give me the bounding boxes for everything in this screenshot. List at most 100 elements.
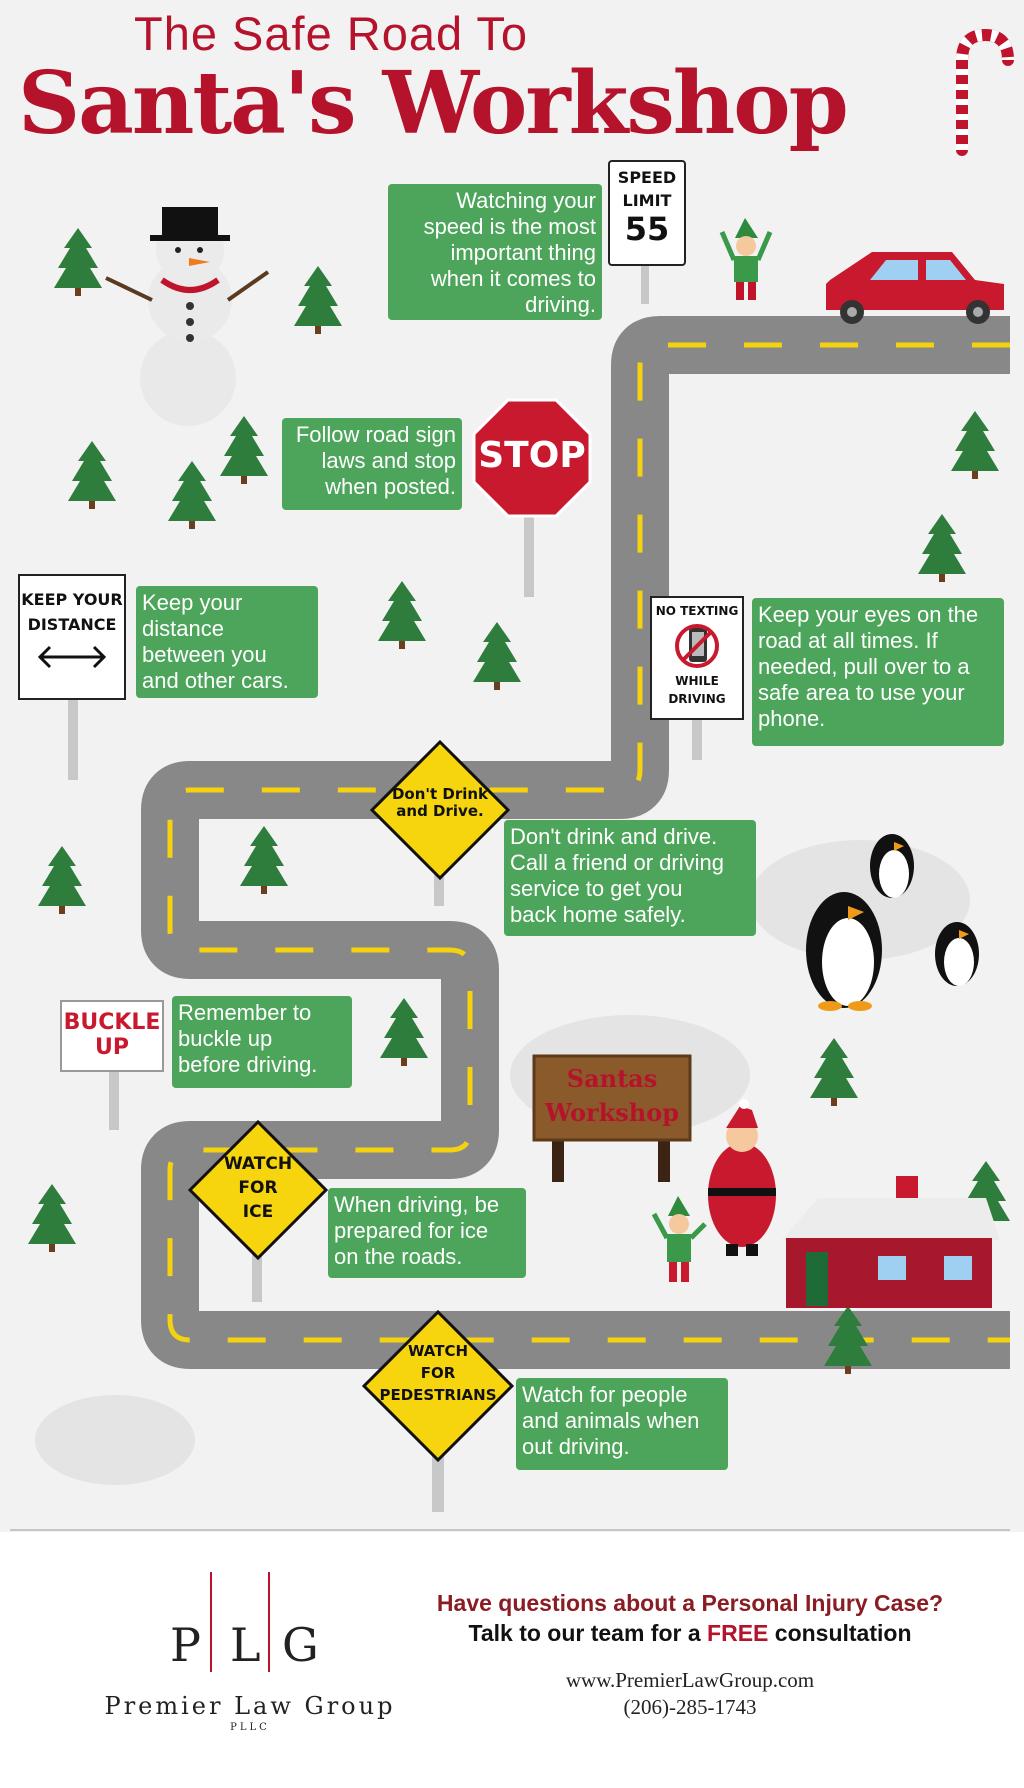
logo-letter-g: G (282, 1618, 319, 1672)
tip-texting: Keep your eyes on the road at all times.… (752, 598, 1004, 746)
penguin (806, 892, 882, 1011)
car (826, 252, 1004, 324)
firm-name: Premier Law Group (104, 1692, 396, 1720)
elf (651, 1196, 707, 1282)
tip-line: phone. (758, 706, 826, 731)
tip-line: when posted. (325, 474, 456, 499)
no-texting-bottom2: DRIVING (668, 692, 726, 706)
keep-distance-line2: DISTANCE (27, 615, 117, 634)
tip-line: Keep your (142, 590, 243, 615)
no-texting-top: NO TEXTING (655, 604, 739, 618)
footer-cta: Talk to our team for a FREE consultation (390, 1620, 990, 1647)
penguin (870, 834, 914, 898)
watch-ice-sign (187, 1119, 329, 1261)
tip-line: buckle up (178, 1026, 273, 1051)
watch-pedestrians-line3: PEDESTRIANS (379, 1386, 497, 1404)
tip-line: Call a friend or driving (510, 850, 724, 875)
speed-limit-line2: LIMIT (622, 191, 672, 210)
tip-drink: Don't drink and drive. Call a friend or … (504, 820, 756, 936)
speed-limit-line1: SPEED (617, 168, 677, 187)
candy-cane-icon (956, 28, 1014, 156)
cta-text-end: consultation (768, 1620, 912, 1646)
pine-tree (220, 416, 268, 484)
footer-question: Have questions about a Personal Injury C… (436, 1590, 944, 1616)
title-line-2: Santa's Workshop (18, 53, 849, 154)
sign-pole (109, 1070, 119, 1130)
pine-tree (54, 228, 102, 296)
tip-line: important thing (450, 240, 596, 265)
cta-free: FREE (707, 1620, 769, 1646)
tip-line: on the roads. (334, 1244, 463, 1269)
tip-buckle: Remember to buckle up before driving. (172, 996, 352, 1088)
tip-line: safe area to use your (758, 680, 965, 705)
sign-pole (692, 718, 702, 760)
tip-line: back home safely. (510, 902, 686, 927)
footer (0, 1532, 1024, 1788)
dont-drink-line1: Don't Drink (391, 785, 489, 803)
tip-line: road at all times. If (758, 628, 938, 653)
road-scene (10, 28, 1014, 1531)
firm-suffix: PLLC (230, 1722, 270, 1733)
website-link[interactable]: www.PremierLawGroup.com (565, 1668, 815, 1692)
tip-line: prepared for ice (334, 1218, 489, 1243)
pine-tree (28, 1184, 76, 1252)
tip-line: Watch for people (522, 1382, 688, 1407)
tip-stop: Follow road sign laws and stop when post… (282, 418, 462, 510)
keep-distance-line1: KEEP YOUR (21, 590, 123, 609)
logo-divider (268, 1572, 270, 1672)
sign-pole (252, 1250, 262, 1302)
sign-pole (432, 1450, 444, 1512)
watch-ice-line2: FOR (238, 1178, 278, 1198)
pine-tree (68, 441, 116, 509)
no-texting-sign: NO TEXTING WHILE DRIVING (650, 596, 744, 720)
title-line-1: The Safe Road To (134, 7, 528, 60)
buckle-up-line1: BUCKLE (63, 1010, 161, 1035)
dont-drink-line2: and Drive. (396, 802, 484, 821)
phone-number[interactable]: (206)-285-1743 (623, 1695, 757, 1719)
buckle-up-line2: UP (95, 1035, 129, 1060)
tip-line: out driving. (522, 1434, 630, 1459)
tip-line: Don't drink and drive. (510, 824, 718, 849)
snow-mound (35, 1395, 195, 1485)
no-phone-icon (675, 624, 719, 668)
sign-pole (524, 505, 534, 597)
workshop-line1: Santas (566, 1064, 658, 1093)
watch-ice-line1: WATCH (223, 1154, 293, 1174)
watch-pedestrians-line2: FOR (420, 1364, 456, 1382)
stop-sign (472, 398, 592, 518)
keep-distance-sign: KEEP YOUR DISTANCE (18, 574, 126, 700)
pine-tree (810, 1038, 858, 1106)
logo-letter-p: P (170, 1618, 201, 1672)
pine-tree (951, 411, 999, 479)
watch-pedestrians-sign (361, 1309, 515, 1463)
sign-pole (434, 870, 444, 906)
tip-line: when it comes to (430, 266, 596, 291)
tip-line: between you (142, 642, 267, 667)
logo-letter-l: L (230, 1618, 261, 1672)
speed-limit-sign: SPEED LIMIT 55 (608, 160, 686, 266)
pine-tree (294, 266, 342, 334)
snowman (105, 207, 270, 426)
tip-speed: Watching your speed is the most importan… (388, 184, 602, 320)
dont-drink-sign-text: Don't Drink and Drive. (376, 785, 504, 821)
pine-tree (378, 581, 426, 649)
tip-line: laws and stop (321, 448, 456, 473)
watch-pedestrians-sign-text: WATCH FOR PEDESTRIANS (372, 1340, 504, 1406)
pine-tree (918, 514, 966, 582)
no-texting-bottom1: WHILE (675, 674, 719, 688)
penguin (935, 922, 979, 986)
tip-line: and animals when (522, 1408, 700, 1433)
pine-tree (240, 826, 288, 894)
workshop-sign (532, 1054, 692, 1182)
cta-text: Talk to our team for a (468, 1620, 708, 1646)
workshop-line2: Workshop (544, 1098, 680, 1127)
speed-limit-number: 55 (624, 210, 670, 248)
watch-ice-sign-text: WATCH FOR ICE (206, 1152, 310, 1224)
dont-drink-sign (369, 739, 511, 881)
santa (708, 1099, 776, 1256)
tip-line: speed is the most (423, 214, 596, 239)
tip-line: distance (142, 616, 224, 641)
tip-pedestrians: Watch for people and animals when out dr… (516, 1378, 728, 1470)
house (782, 1176, 1000, 1308)
